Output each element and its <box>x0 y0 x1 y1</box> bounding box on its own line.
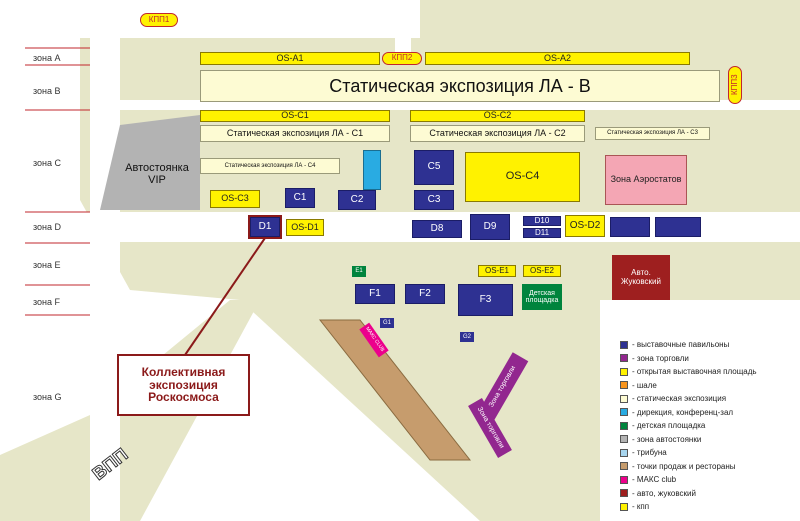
legend-swatch <box>620 448 628 457</box>
directorate-block[interactable] <box>363 150 381 190</box>
zone-b-label: зона B <box>33 86 61 96</box>
legend-swatch <box>620 489 628 497</box>
legend-swatch <box>620 462 628 470</box>
balloon-zone[interactable]: Зона Аэростатов <box>605 155 687 205</box>
legend-label: - точки продаж и рестораны <box>632 461 736 471</box>
pavilion-d10[interactable]: D10 <box>523 216 561 226</box>
legend-item: - зона автостоянки <box>620 433 701 446</box>
pavilion-d9[interactable]: D9 <box>470 214 510 240</box>
legend-swatch <box>620 408 628 416</box>
roscosmos-callout[interactable]: Коллективная экспозиция Роскосмоса <box>117 354 250 416</box>
legend-swatch <box>620 367 628 376</box>
legend-swatch <box>620 354 628 362</box>
legend-label: - статическая экспозиция <box>632 394 727 403</box>
zone-c-label: зона C <box>33 158 62 168</box>
os-c4-area[interactable]: OS-C4 <box>465 152 580 202</box>
legend-label: - шале <box>632 380 657 390</box>
road-top-center <box>395 0 411 60</box>
pavilion-c3[interactable]: C3 <box>414 190 454 210</box>
pavilion-c5[interactable]: C5 <box>414 150 454 185</box>
static-c1-area[interactable]: Статическая экспозиция ЛА - С1 <box>200 125 390 142</box>
g2-point[interactable]: G2 <box>460 332 474 342</box>
zone-d-label: зона D <box>33 222 62 232</box>
avto-zhukovsky-area[interactable]: Авто. Жуковский <box>612 255 670 300</box>
static-b-area[interactable]: Статическая экспозиция ЛА - В <box>200 70 720 102</box>
legend-item: - кпп <box>620 500 649 513</box>
legend-label: - МАКС club <box>632 475 677 484</box>
pavilion-d-extra-2[interactable] <box>655 217 701 237</box>
kpp1-label[interactable]: КПП1 <box>140 13 178 27</box>
legend-swatch <box>620 381 628 389</box>
legend-swatch <box>620 502 628 511</box>
restaurants-strip <box>318 319 472 461</box>
legend-item: - статическая экспозиция <box>620 392 726 405</box>
legend-item: - трибуна <box>620 446 667 459</box>
pavilion-f1[interactable]: F1 <box>355 284 395 304</box>
legend-swatch <box>620 340 628 349</box>
os-a2-area[interactable]: OS-A2 <box>425 52 690 65</box>
pavilion-d1[interactable]: D1 <box>248 215 282 239</box>
os-e1-area[interactable]: OS-E1 <box>478 265 516 277</box>
static-c3-area[interactable]: Статическая экспозиция ЛА - С3 <box>595 127 710 140</box>
pavilion-d-extra-1[interactable] <box>610 217 650 237</box>
pavilion-f2[interactable]: F2 <box>405 284 445 304</box>
os-c1-area[interactable]: OS-C1 <box>200 110 390 122</box>
legend-item: - точки продаж и рестораны <box>620 460 736 473</box>
pavilion-f3[interactable]: F3 <box>458 284 513 316</box>
legend-swatch <box>620 394 628 403</box>
kpp2-label[interactable]: КПП2 <box>382 52 422 65</box>
legend-item: - авто, жуковский <box>620 487 696 500</box>
e1-point[interactable]: E1 <box>352 266 366 277</box>
legend-label: - дирекция, конференц-зал <box>632 407 734 417</box>
legend-item: - открытая выставочная площадь <box>620 365 757 378</box>
roscosmos-pointer <box>184 237 266 356</box>
legend-label: - зона торговли <box>632 353 689 363</box>
legend-label: - кпп <box>632 502 650 511</box>
road-zone-c-top <box>120 100 800 110</box>
legend-label: - детская площадка <box>632 421 706 430</box>
legend-label: - зона автостоянки <box>632 434 702 444</box>
os-d1-area[interactable]: OS-D1 <box>286 219 324 236</box>
legend-label: - авто, жуковский <box>632 488 696 498</box>
g1-point[interactable]: G1 <box>380 318 394 328</box>
pavilion-d8[interactable]: D8 <box>412 220 462 238</box>
legend-swatch <box>620 421 628 430</box>
legend-swatch <box>620 435 628 443</box>
parking-vip-area <box>100 115 200 210</box>
parking-vip-label: Автостоянка VIP <box>125 162 189 186</box>
os-c2-area[interactable]: OS-C2 <box>410 110 585 122</box>
legend-label: - трибуна <box>632 448 667 457</box>
static-c4-area[interactable]: Статическая экспозиция ЛА - С4 <box>200 158 340 174</box>
legend-swatch <box>620 475 628 484</box>
legend-item: - дирекция, конференц-зал <box>620 406 733 419</box>
zone-f-label: зона F <box>33 297 61 307</box>
static-c2-area[interactable]: Статическая экспозиция ЛА - С2 <box>410 125 585 142</box>
pavilion-c1[interactable]: C1 <box>285 188 315 208</box>
road-vertical-left <box>90 0 120 521</box>
legend-item: - детская площадка <box>620 419 705 432</box>
os-e2-area[interactable]: OS-E2 <box>523 265 561 277</box>
legend-label: - выставочные павильоны <box>632 340 730 349</box>
kids-area[interactable]: Детская площадка <box>522 284 562 310</box>
zone-e-label: зона E <box>33 260 61 270</box>
legend-label: - открытая выставочная площадь <box>632 367 757 376</box>
os-a1-area[interactable]: OS-A1 <box>200 52 380 65</box>
os-c3-area[interactable]: OS-C3 <box>210 190 260 208</box>
zone-g-label: зона G <box>33 392 62 402</box>
legend-item: - зона торговли <box>620 352 689 365</box>
legend-item: - МАКС club <box>620 473 676 486</box>
kpp3-label[interactable]: КПП3 <box>728 66 742 104</box>
legend-item: - шале <box>620 379 657 392</box>
pavilion-c2[interactable]: C2 <box>338 190 376 210</box>
pavilion-d11[interactable]: D11 <box>523 228 561 238</box>
os-d2-area[interactable]: OS-D2 <box>565 215 605 237</box>
legend-item: - выставочные павильоны <box>620 338 729 351</box>
zone-a-label: зона A <box>33 53 61 63</box>
